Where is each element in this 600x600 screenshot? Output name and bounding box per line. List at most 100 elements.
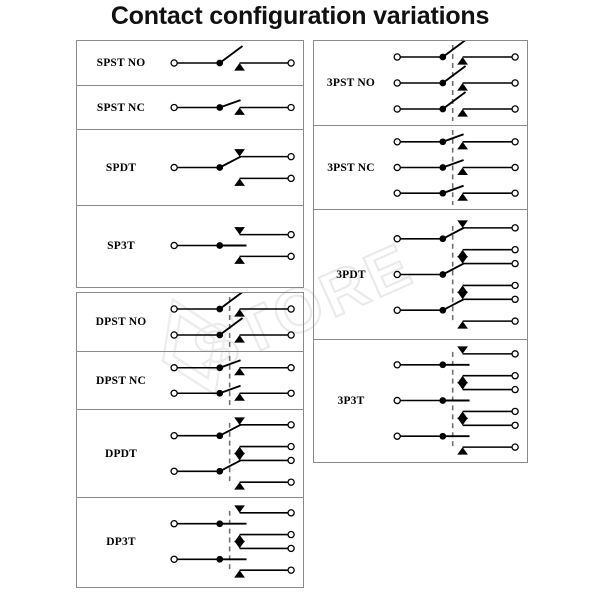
common-terminal — [393, 361, 401, 369]
common-terminal — [170, 59, 178, 67]
pivot-dot — [216, 467, 224, 475]
contact-triangle — [457, 193, 468, 201]
contact-triangle — [457, 109, 468, 117]
throw-terminal — [511, 385, 519, 394]
contact-triangle — [234, 149, 245, 157]
config-row: DP3T — [77, 497, 303, 585]
common-terminal — [393, 105, 401, 113]
common-terminal — [393, 396, 401, 405]
throw-terminal — [287, 103, 295, 112]
contact-triangle — [457, 167, 468, 176]
throw-terminal — [287, 59, 295, 67]
contact-triangle — [457, 285, 468, 293]
throw-terminal — [287, 364, 295, 372]
throw-terminal — [287, 456, 295, 465]
config-row: SPDT — [77, 129, 303, 205]
throw-terminal — [511, 163, 519, 172]
throw-terminal — [511, 224, 519, 232]
common-terminal — [393, 270, 401, 279]
config-row: DPDT — [77, 409, 303, 497]
lever-closed — [442, 298, 465, 312]
switch-schematic — [170, 149, 295, 186]
contact-triangle — [457, 57, 468, 65]
throw-terminal — [511, 105, 519, 113]
contact-triangle — [234, 335, 245, 343]
lever-closed — [442, 262, 465, 276]
contact-triangle — [457, 447, 468, 455]
pivot-dot — [216, 104, 224, 111]
switch-schematic — [170, 505, 295, 578]
lever-closed — [219, 359, 241, 369]
contact-triangle — [234, 482, 245, 490]
contact-triangle — [234, 417, 245, 425]
throw-terminal — [287, 566, 295, 574]
lever-closed — [442, 227, 465, 240]
lever-open — [219, 45, 244, 64]
page-title: Contact configuration variations — [110, 2, 490, 30]
throw-terminal — [287, 509, 295, 517]
contact-triangle — [234, 505, 245, 513]
throw-terminal — [287, 544, 295, 553]
config-row: SPST NO — [77, 41, 303, 85]
switch-schematic — [170, 99, 295, 115]
switch-schematic — [170, 417, 295, 490]
config-row: DPST NO — [77, 293, 303, 351]
lever-open — [442, 91, 467, 110]
config-row: SP3T — [77, 205, 303, 285]
lever-closed — [219, 155, 241, 169]
common-terminal — [393, 235, 401, 243]
common-terminal — [393, 189, 401, 197]
common-terminal — [393, 138, 401, 146]
switch-schematic — [170, 355, 295, 406]
contact-triangle — [457, 411, 468, 419]
common-terminal — [393, 432, 401, 440]
common-terminal — [393, 79, 401, 87]
lever-open — [442, 65, 467, 84]
common-terminal — [170, 389, 178, 397]
switch-schematic — [393, 346, 519, 455]
lever-closed — [442, 184, 464, 195]
throw-terminal — [287, 478, 295, 486]
config-row: 3P3T — [314, 339, 527, 461]
lever-open — [442, 41, 466, 58]
config-row: 3PST NO — [314, 41, 527, 125]
throw-terminal — [511, 407, 519, 416]
throw-terminal — [287, 442, 295, 451]
config-row: 3PDT — [314, 209, 527, 339]
common-terminal — [170, 431, 178, 440]
contact-triangle — [234, 227, 245, 235]
contact-triangle — [234, 540, 245, 549]
throw-terminal — [511, 371, 519, 380]
contact-triangle — [234, 309, 245, 317]
contact-triangle — [457, 83, 468, 91]
common-terminal — [393, 53, 401, 61]
common-terminal — [170, 241, 178, 250]
throw-terminal — [287, 421, 295, 429]
contact-triangle — [457, 417, 468, 426]
contact-triangle — [234, 367, 245, 376]
lever-closed — [219, 423, 241, 437]
contact-triangle — [457, 382, 468, 390]
throw-terminal — [511, 245, 519, 254]
config-row: SPST NC — [77, 85, 303, 129]
common-terminal — [170, 305, 178, 313]
common-terminal — [393, 163, 401, 172]
contact-triangle — [457, 141, 468, 150]
throw-terminal — [511, 138, 519, 146]
throw-terminal — [511, 53, 519, 61]
common-terminal — [393, 306, 401, 314]
common-terminal — [170, 163, 178, 172]
contact-triangle — [457, 249, 468, 258]
contact-triangle — [457, 220, 468, 228]
lever-closed — [442, 133, 464, 143]
contact-triangle — [234, 107, 245, 115]
contact-triangle — [234, 63, 245, 71]
common-terminal — [170, 467, 178, 476]
contact-triangle — [457, 375, 468, 384]
throw-terminal — [287, 305, 295, 313]
contact-triangle — [234, 446, 245, 455]
common-terminal — [170, 555, 178, 564]
throw-terminal — [287, 252, 295, 261]
